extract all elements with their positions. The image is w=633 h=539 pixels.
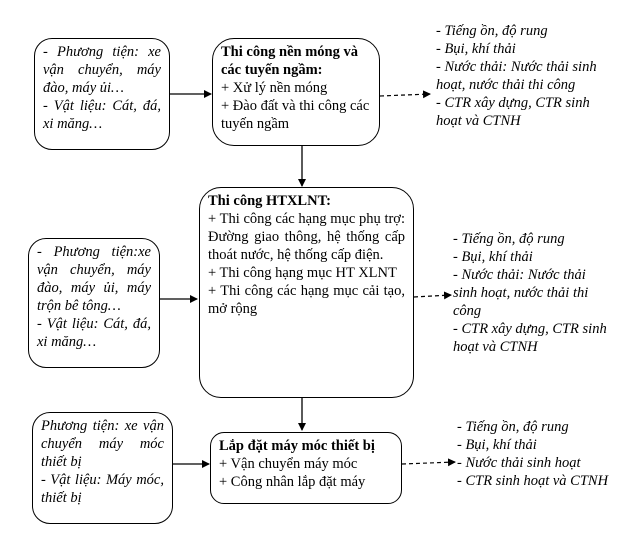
stage-1-input-vehicles: - Phương tiện: xe vận chuyển, máy đào, m…	[43, 44, 161, 96]
stage-3-output-dust: - Bụi, khí thải	[457, 437, 537, 453]
stage-2-item-2: + Thi công hạng mục HT XLNT	[208, 265, 397, 281]
stage-2-output-solid-waste: - CTR xây dựng, CTR sinh hoạt và CTNH	[453, 321, 607, 355]
stage-2-output-dust: - Bụi, khí thải	[453, 249, 533, 265]
stage-2-output-noise: - Tiếng ồn, độ rung	[453, 231, 565, 247]
stage-1-input-materials: - Vật liệu: Cát, đá, xi măng…	[43, 98, 161, 132]
stage-1-title: Thi công nền móng và các tuyến ngầm:	[221, 44, 358, 78]
stage-3-output-solid-waste: - CTR sinh hoạt và CTNH	[457, 473, 609, 489]
stage-3-title: Lắp đặt máy móc thiết bị	[219, 438, 375, 454]
stage-3-outputs: - Tiếng ồn, độ rung - Bụi, khí thải - Nư…	[457, 418, 617, 490]
stage-1-process: Thi công nền móng và các tuyến ngầm: + X…	[212, 38, 380, 146]
stage-3-item-1: + Vận chuyển máy móc	[219, 456, 358, 472]
stage-3-process: Lắp đặt máy móc thiết bị + Vận chuyển má…	[210, 432, 402, 504]
stage-1-output-solid-waste: - CTR xây dựng, CTR sinh hoạt và CTNH	[436, 95, 590, 129]
stage-2-title: Thi công HTXLNT:	[208, 193, 332, 209]
stage-2-input-materials: - Vật liệu: Cát, đá, xi măng…	[37, 316, 151, 350]
stage-1-item-2: + Đào đất và thi công các tuyến ngầm	[221, 98, 370, 132]
stage-2-outputs: - Tiếng ồn, độ rung - Bụi, khí thải - Nư…	[453, 230, 613, 356]
stage-3-output-noise: - Tiếng ồn, độ rung	[457, 419, 569, 435]
stage-2-inputs: - Phương tiện:xe vận chuyển, máy đào, má…	[28, 238, 160, 368]
stage-1-outputs: - Tiếng ồn, độ rung - Bụi, khí thải - Nư…	[436, 22, 612, 130]
stage-2-output-wastewater: - Nước thải: Nước thải sinh hoạt, nước t…	[453, 267, 589, 319]
stage-2-input-vehicles: - Phương tiện:xe vận chuyển, máy đào, má…	[37, 244, 151, 314]
stage-3-input-materials: - Vật liệu: Máy móc, thiết bị	[41, 472, 164, 506]
stage-1-output-wastewater: - Nước thải: Nước thải sinh hoạt, nước t…	[436, 59, 597, 93]
output-arrow-3	[401, 458, 456, 467]
stage-1-output-noise: - Tiếng ồn, độ rung	[436, 23, 548, 39]
output-arrow-2	[413, 291, 452, 300]
stage-3-inputs: Phương tiện: xe vận chuyển máy móc thiết…	[32, 412, 173, 524]
output-arrow-1	[379, 90, 431, 99]
stage-1-item-1: + Xử lý nền móng	[221, 80, 328, 96]
stage-3-output-wastewater: - Nước thải sinh hoạt	[457, 455, 581, 471]
stage-2-process: Thi công HTXLNT: + Thi công các hạng mục…	[199, 187, 414, 398]
stage-3-input-vehicles: Phương tiện: xe vận chuyển máy móc thiết…	[41, 418, 164, 470]
stage-2-item-3: + Thi công các hạng mục cải tạo, mở rộng	[208, 283, 405, 317]
stage-1-inputs: - Phương tiện: xe vận chuyển, máy đào, m…	[34, 38, 170, 150]
stage-2-item-1: + Thi công các hạng mục phụ trợ: Đường g…	[208, 211, 405, 263]
stage-1-output-dust: - Bụi, khí thải	[436, 41, 516, 57]
stage-3-item-2: + Công nhân lắp đặt máy	[219, 474, 366, 490]
